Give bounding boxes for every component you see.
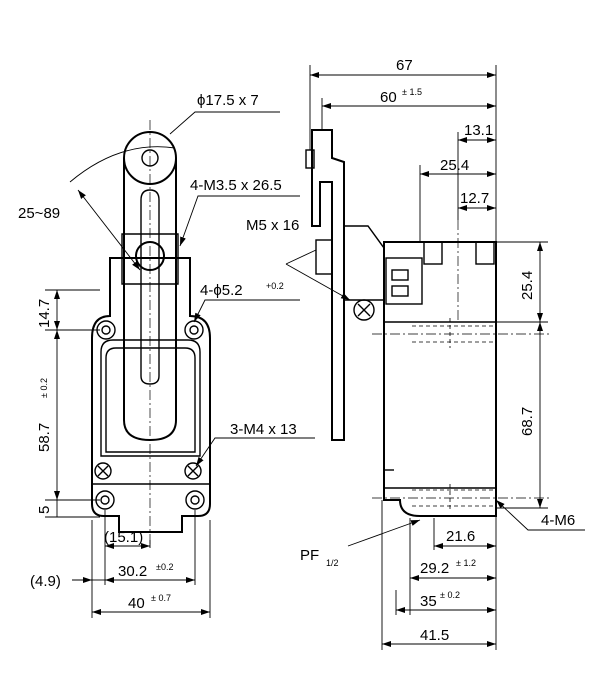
hole-leader: [193, 299, 300, 323]
label-60-tol: ± 1.5: [402, 87, 422, 97]
mount-hole-tr-inner: [189, 325, 199, 335]
side-view: [305, 129, 550, 517]
label-58-7-tol: ± 0.2: [39, 378, 49, 398]
cover-screw-left-cross: [97, 465, 109, 477]
m5-leader-1: [285, 249, 317, 265]
side-screw-cross: [357, 303, 371, 317]
mount-hole-tl-inner: [101, 325, 111, 335]
label-pf: PF: [300, 547, 319, 564]
label-40: 40: [128, 595, 145, 612]
side-conn-pin2: [391, 285, 409, 297]
label-15-1: (15.1): [104, 529, 143, 546]
mount-hole-tr: [184, 320, 204, 340]
label-30-2-tol: ±0.2: [156, 562, 173, 572]
label-30-2: 30.2: [118, 563, 147, 580]
label-14-7: 14.7: [36, 299, 53, 328]
cover-screw-right-cross: [187, 465, 199, 477]
label-25-4-v: 25.4: [519, 271, 536, 300]
angle-arc: [69, 146, 176, 183]
front-view: [91, 120, 211, 545]
label-m6: 4-M6: [541, 512, 575, 529]
side-shaft: [315, 239, 333, 275]
label-12-7: 12.7: [460, 190, 489, 207]
label-60: 60: [380, 89, 397, 106]
label-hole-tol: +0.2: [266, 281, 284, 291]
m5-leader-2: [285, 263, 351, 301]
label-m5: M5 x 16: [246, 217, 299, 234]
front-body-outline: [91, 257, 211, 533]
label-35-tol: ± 0.2: [440, 590, 460, 600]
label-angle: 25~89: [18, 205, 60, 222]
m6-leader: [495, 499, 585, 531]
label-29-2-tol: ± 1.2: [456, 558, 476, 568]
mount-hole-bl-inner: [100, 495, 110, 505]
label-roller: ϕ17.5 x 7: [197, 92, 259, 109]
roller-leader: [169, 111, 280, 135]
mount-hole-br: [185, 490, 205, 510]
mount-hole-br-inner: [190, 495, 200, 505]
m4-leader: [195, 437, 315, 467]
label-m4: 3-M4 x 13: [230, 421, 297, 438]
cover-screw-right: [184, 462, 202, 480]
side-screw: [353, 299, 375, 321]
side-actuator: [343, 225, 385, 301]
front-dimensions: [45, 111, 315, 618]
angle-arrow: [77, 189, 141, 271]
label-35: 35: [420, 593, 437, 610]
label-hole: 4-ϕ5.2: [200, 282, 243, 299]
side-conn-pin1: [391, 269, 409, 281]
side-dimensions: [285, 65, 585, 650]
label-pf-frac: 1/2: [326, 558, 339, 568]
label-41-5: 41.5: [420, 627, 449, 644]
front-cover-inner: [105, 347, 196, 453]
screw-leader: [179, 195, 300, 247]
label-21-6: 21.6: [446, 528, 475, 545]
label-40-tol: ± 0.7: [151, 593, 171, 603]
front-cover: [100, 339, 201, 457]
label-25-4-top: 25.4: [440, 157, 469, 174]
label-13-1: 13.1: [464, 122, 493, 139]
side-lever-plate: [311, 129, 345, 441]
lever-slot: [140, 189, 160, 385]
cover-screw-left: [94, 462, 112, 480]
label-67: 67: [396, 57, 413, 74]
label-68-7: 68.7: [519, 407, 536, 436]
side-top-slot-l: [423, 241, 443, 265]
side-top-slot-r: [475, 241, 495, 265]
side-connector: [385, 257, 423, 305]
side-body: [383, 241, 497, 517]
pf-leader: [347, 519, 421, 547]
label-58-7: 58.7: [36, 423, 53, 452]
label-29-2: 29.2: [420, 560, 449, 577]
label-screw: 4-M3.5 x 26.5: [190, 177, 282, 194]
label-5: 5: [36, 506, 53, 514]
label-4-9: (4.9): [30, 573, 61, 590]
